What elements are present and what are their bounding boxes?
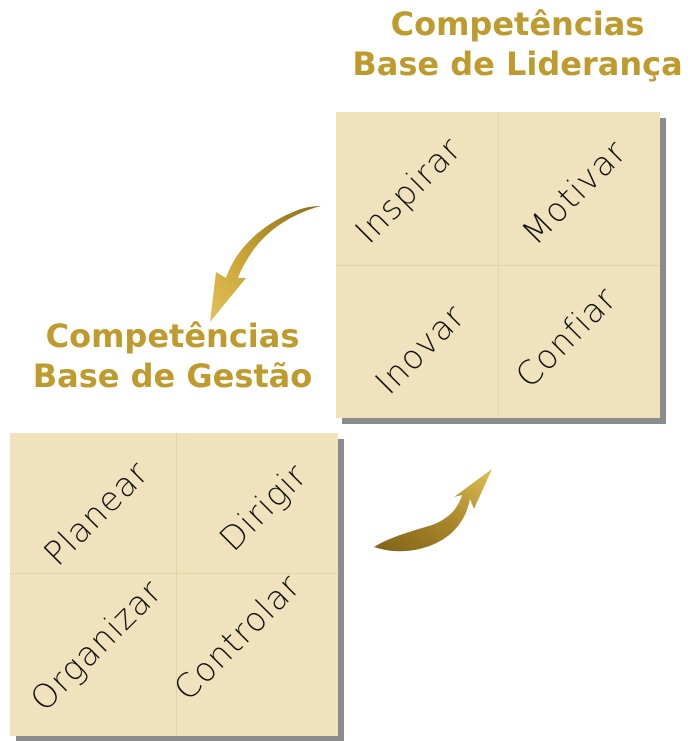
cell-dirigir: Dirigir xyxy=(211,455,315,559)
leadership-heading-line1: Competências xyxy=(390,5,645,43)
management-competencies-grid: Planear Dirigir Organizar Controlar xyxy=(10,433,338,736)
curved-arrow-up-right-icon xyxy=(374,469,492,552)
leadership-heading: Competências Base de Liderança xyxy=(345,4,690,84)
leadership-heading-line2: Base de Liderança xyxy=(352,45,683,83)
curved-arrow-down-left-icon xyxy=(210,206,321,322)
cell-organizar: Organizar xyxy=(22,571,170,719)
cell-inspirar: Inspirar xyxy=(347,129,469,251)
cell-controlar: Controlar xyxy=(165,565,309,709)
cell-planear: Planear xyxy=(35,452,157,574)
management-heading-line1: Competências xyxy=(45,317,300,355)
management-heading: Competências Base de Gestão xyxy=(20,316,325,396)
management-heading-line2: Base de Gestão xyxy=(32,357,313,395)
grid-divider-vertical xyxy=(176,433,177,736)
grid-divider-horizontal xyxy=(336,265,660,266)
grid-divider-horizontal xyxy=(10,573,338,574)
leadership-competencies-grid: Inspirar Motivar Inovar Confiar xyxy=(336,112,660,418)
cell-motivar: Motivar xyxy=(513,131,635,253)
cell-confiar: Confiar xyxy=(507,278,625,396)
cell-inovar: Inovar xyxy=(367,296,473,402)
